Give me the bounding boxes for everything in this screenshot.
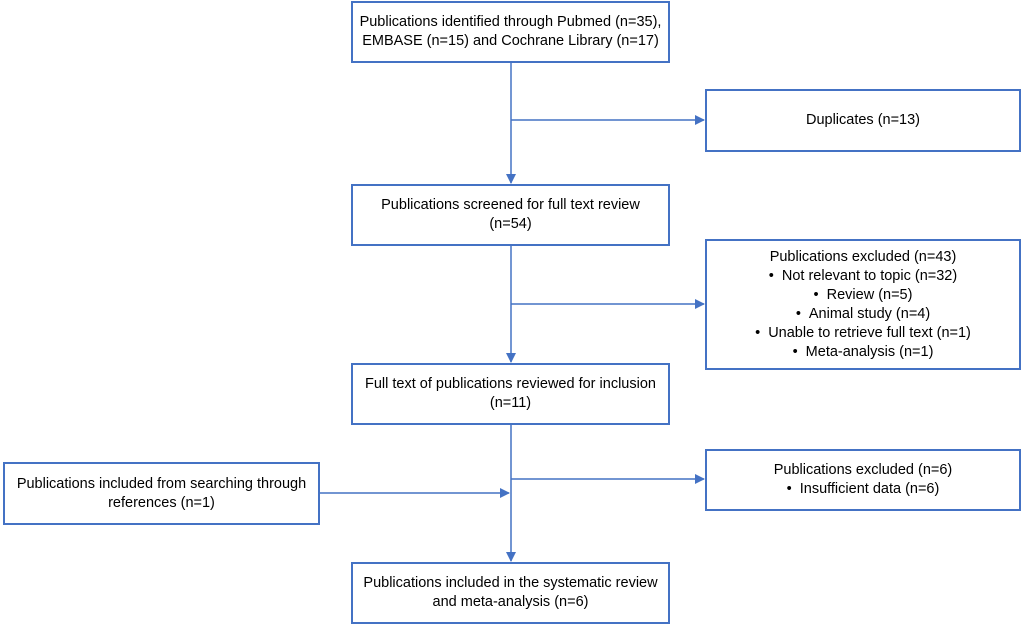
excluded-1-reason: Review (n=5): [755, 286, 971, 305]
identified-line-1: Publications identified through Pubmed (…: [359, 14, 662, 30]
screened-line-2: (n=54): [489, 216, 532, 232]
references-line-2: references (n=1): [108, 494, 215, 511]
duplicates-text: Duplicates (n=13): [805, 112, 921, 128]
excluded-1-reason: Animal study (n=4): [755, 305, 971, 324]
excluded-1-reason: Not relevant to topic (n=32): [755, 267, 971, 286]
duplicates-box: Duplicates (n=13): [705, 89, 1021, 152]
references-box: Publications included from searching thr…: [3, 462, 320, 525]
excluded-2-reasons: Insufficient data (n=6): [787, 480, 940, 499]
excluded-box-2: Publications excluded (n=6) Insufficient…: [705, 449, 1021, 511]
included-box: Publications included in the systematic …: [351, 562, 670, 624]
screened-box: Publications screened for full text revi…: [351, 184, 670, 246]
included-line-2: and meta-analysis (n=6): [432, 594, 589, 610]
fulltext-line-1: Full text of publications reviewed for i…: [365, 376, 656, 392]
fulltext-box: Full text of publications reviewed for i…: [351, 363, 670, 425]
excluded-1-reason: Meta-analysis (n=1): [755, 343, 971, 362]
included-line-1: Publications included in the systematic …: [363, 575, 658, 591]
excluded-2-reason: Insufficient data (n=6): [787, 480, 940, 499]
excluded-box-1: Publications excluded (n=43) Not relevan…: [705, 239, 1021, 370]
excluded-2-title: Publications excluded (n=6): [773, 462, 953, 478]
fulltext-line-2: (n=11): [489, 395, 532, 411]
screened-line-1: Publications screened for full text revi…: [381, 197, 640, 213]
excluded-1-reasons: Not relevant to topic (n=32) Review (n=5…: [755, 267, 971, 362]
excluded-1-reason: Unable to retrieve full text (n=1): [755, 324, 971, 343]
identified-box: Publications identified through Pubmed (…: [351, 1, 670, 63]
excluded-1-title: Publications excluded (n=43): [769, 248, 957, 265]
identified-line-2: EMBASE (n=15) and Cochrane Library (n=17…: [362, 33, 659, 49]
references-line-1: Publications included from searching thr…: [16, 475, 307, 492]
